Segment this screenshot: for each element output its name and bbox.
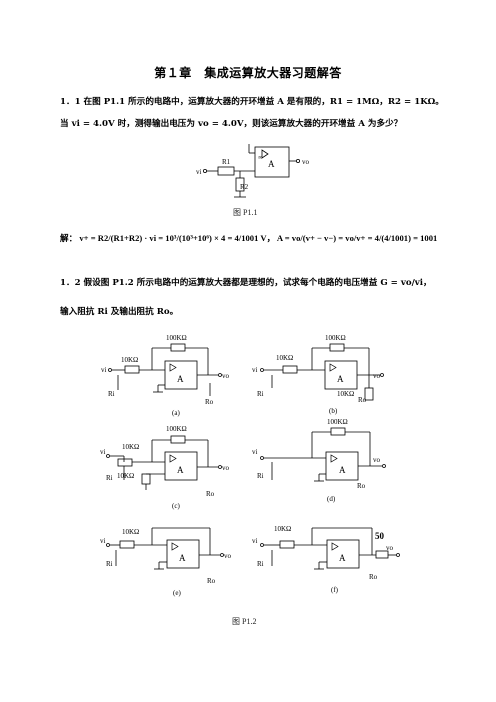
problem1-line2: 当 vi = 4.0V 时，测得输出电压为 vo = 4.0V，则该运算放大器的…: [60, 119, 403, 129]
svg-text:Ro: Ro: [358, 396, 367, 404]
svg-text:vi: vi: [100, 537, 106, 545]
solution-eq2: A = vo/(v+ − v−) = vo/v+ = 4/(4/1001) = …: [276, 233, 438, 243]
caption-b: (b): [329, 407, 338, 415]
svg-text:50: 50: [375, 531, 385, 541]
svg-text:10KΩ: 10KΩ: [337, 390, 354, 398]
label-vi: vi: [196, 168, 202, 176]
caption-c: (c): [172, 502, 180, 510]
svg-text:A: A: [179, 553, 186, 563]
svg-text:vi: vi: [100, 448, 106, 456]
svg-text:100KΩ: 100KΩ: [327, 418, 348, 426]
svg-text:vi: vi: [252, 537, 258, 545]
svg-text:Ri: Ri: [257, 390, 264, 398]
svg-text:Ro: Ro: [357, 482, 366, 490]
svg-text:Ri: Ri: [108, 390, 115, 398]
svg-text:10KΩ: 10KΩ: [122, 443, 139, 451]
opamp-p1-1: [254, 146, 290, 178]
svg-text:Ri: Ri: [257, 560, 264, 568]
solution1: 解： v+ = R2/(R1+R2) · vi = 10³/(10³+10⁶) …: [60, 232, 437, 244]
caption-f: (f): [331, 586, 339, 594]
svg-text:10KΩ: 10KΩ: [274, 525, 291, 533]
svg-text:Ri: Ri: [106, 560, 113, 568]
problem2-line2: 输入阻抗 Ri 及输出阻抗 Ro。: [60, 307, 179, 317]
vo-value: vo = 4.0V: [197, 119, 244, 129]
svg-text:vo: vo: [222, 464, 230, 472]
svg-text:vi: vi: [252, 448, 258, 456]
svg-text:10KΩ: 10KΩ: [121, 356, 138, 364]
caption-a: (a): [172, 409, 180, 417]
figure-caption-p1-1: 图 P1.1: [233, 208, 258, 217]
svg-text:vi: vi: [101, 366, 107, 374]
page-title: 第１章 集成运算放大器习题解答: [154, 66, 342, 80]
svg-text:Ro: Ro: [369, 573, 378, 581]
solution-eq1: v+ = R2/(R1+R2) · vi = 10³/(10³+10⁶) × 4…: [79, 233, 276, 243]
svg-text:Ri: Ri: [257, 472, 264, 480]
opamp-label: A: [268, 159, 275, 169]
svg-text:100KΩ: 100KΩ: [325, 334, 346, 342]
vi-value: vi = 4.0V: [71, 119, 115, 129]
label-r2: R2: [240, 183, 249, 191]
problem2-line1: 1．2 假设图 P1.2 所示电路中的运算放大器都是理想的，试求每个电路的电压增…: [60, 278, 432, 288]
svg-text:vo: vo: [222, 372, 230, 380]
svg-text:100KΩ: 100KΩ: [166, 425, 187, 433]
svg-text:A: A: [337, 374, 344, 384]
problem1-text: 1．1 在图 P1.1 所示的电路中，运算放大器的开环增益 A 是有限的，: [60, 97, 330, 107]
svg-text:vo: vo: [386, 544, 394, 552]
svg-text:10KΩ: 10KΩ: [122, 528, 139, 536]
svg-text:vo: vo: [373, 372, 381, 380]
figure-caption-p1-2: 图 P1.2: [232, 617, 257, 626]
circuit-a: [108, 343, 222, 396]
svg-text:vi: vi: [252, 366, 258, 374]
svg-text:Ro: Ro: [207, 577, 216, 585]
circuit-f: [260, 527, 400, 570]
svg-text:10KΩ: 10KΩ: [276, 354, 293, 362]
r2-value: R2 = 1KΩ。: [387, 97, 444, 107]
svg-text:Ro: Ro: [206, 490, 215, 498]
svg-text:Ri: Ri: [106, 474, 113, 482]
svg-text:vo: vo: [224, 552, 232, 560]
circuit-b: [260, 343, 384, 401]
svg-text:A: A: [339, 553, 346, 563]
caption-d: (d): [327, 495, 336, 503]
svg-text:100KΩ: 100KΩ: [166, 334, 187, 342]
svg-text:∞: ∞: [258, 155, 262, 161]
circuit-e: [106, 527, 224, 570]
r1-value: R1 = 1MΩ，: [329, 97, 388, 107]
solution-prefix: 解：: [60, 233, 78, 243]
svg-text:A: A: [177, 465, 184, 475]
svg-text:vo: vo: [373, 456, 381, 464]
label-r1: R1: [222, 158, 231, 166]
svg-text:Ro: Ro: [205, 398, 214, 406]
circuit-c: [106, 435, 222, 490]
caption-e: (e): [173, 589, 181, 597]
problem1-line1: 1．1 在图 P1.1 所示的电路中，运算放大器的开环增益 A 是有限的，R1 …: [60, 95, 444, 107]
svg-text:A: A: [177, 374, 184, 384]
label-vo: vo: [302, 158, 310, 166]
svg-text:A: A: [339, 465, 346, 475]
svg-text:10KΩ: 10KΩ: [117, 472, 134, 480]
circuit-d: [260, 427, 386, 482]
